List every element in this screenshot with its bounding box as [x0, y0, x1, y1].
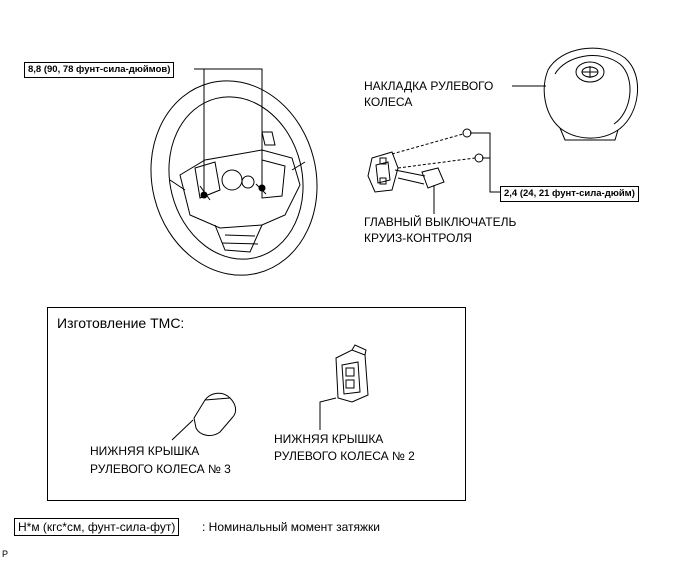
lower-cover-3-drawing [171, 392, 237, 441]
tmc-frame [47, 307, 466, 501]
wheel-torque-callout-lines [194, 68, 267, 201]
wheel-torque-box: 8,8 (90, 78 фунт-сила-дюймов) [24, 62, 175, 78]
steering-wheel-drawing [150, 80, 318, 276]
lower-cover-3-label-line2: РУЛЕВОГО КОЛЕСА № 3 [90, 462, 231, 476]
steering-pad-label-line1: НАКЛАДКА РУЛЕВОГО [364, 79, 494, 93]
legend-text: : Номинальный момент затяжки [202, 520, 380, 534]
cruise-switch-label-line2: КРУИЗ-КОНТРОЛЯ [364, 231, 472, 245]
steering-pad-drawing [512, 47, 639, 141]
corner-mark: P [2, 549, 9, 559]
cruise-switch-label-line1: ГЛАВНЫЙ ВЫКЛЮЧАТЕЛЬ [364, 215, 517, 229]
tmc-title: Изготовление ТМС: [57, 315, 185, 331]
cruise-switch-drawing [367, 128, 500, 214]
lower-cover-3-label-line1: НИЖНЯЯ КРЫШКА [90, 444, 200, 458]
lower-cover-2-label-line1: НИЖНЯЯ КРЫШКА [274, 432, 384, 446]
switch-torque-box: 2,4 (24, 21 фунт-сила-дюйм) [500, 186, 639, 202]
lower-cover-2-drawing [319, 344, 369, 430]
steering-pad-label-line2: КОЛЕСА [364, 95, 413, 109]
lower-cover-2-label-line2: РУЛЕВОГО КОЛЕСА № 2 [274, 449, 415, 463]
legend-unit-box: Н*м (кгс*см, фунт-сила-фут) [14, 518, 180, 536]
